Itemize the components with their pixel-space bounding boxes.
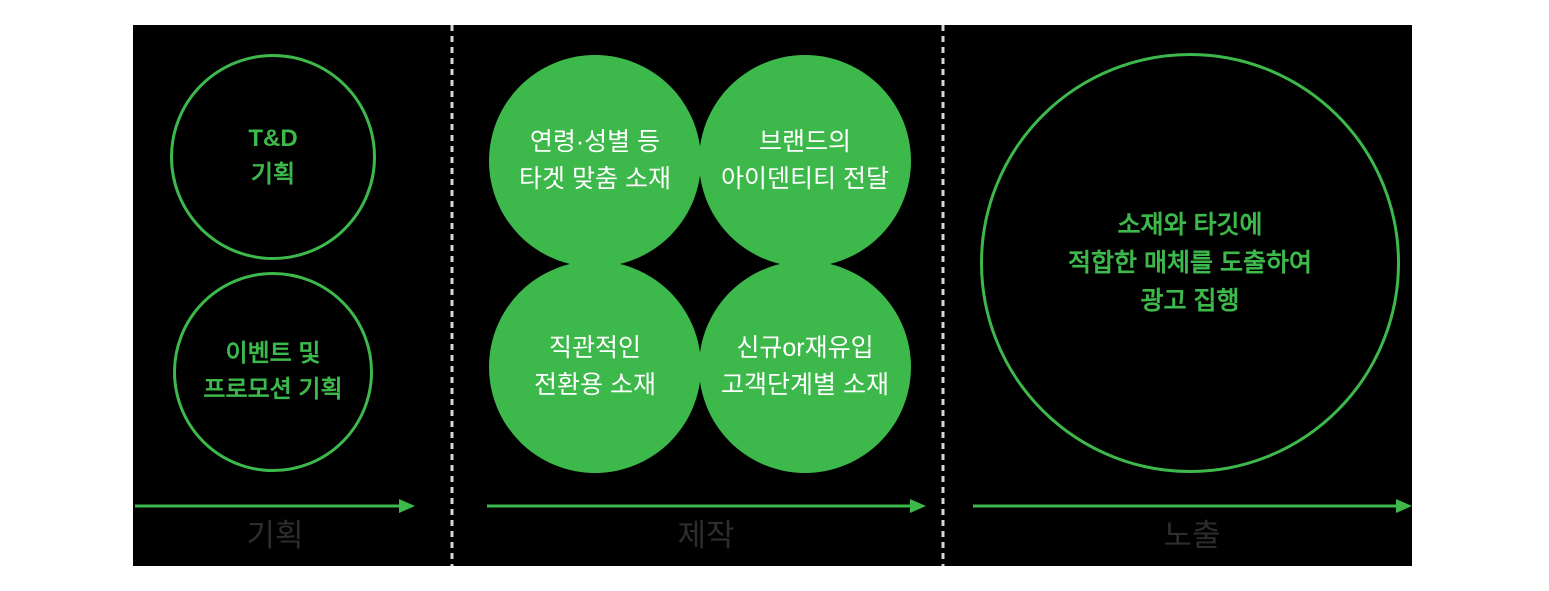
arrows-and-dividers-overlay xyxy=(135,25,1412,566)
circle-td-planning: T&D 기획 xyxy=(170,54,376,260)
stage-label-planning: 기획 xyxy=(246,518,304,553)
circle-event-promotion-planning-text: 이벤트 및 프로모션 기획 xyxy=(203,340,343,403)
arrow-exposure xyxy=(973,499,1412,513)
funnel-diagram-canvas: T&D 기획 이벤트 및 프로모션 기획 연령·성별 등 타겟 맞춤 소재 브랜… xyxy=(133,25,1412,566)
circle-new-returning-customer-creative: 신규or재유입 고객단계별 소재 xyxy=(699,261,911,473)
stage-label-exposure: 노출 xyxy=(1163,518,1221,553)
stage-label-production: 제작 xyxy=(677,518,735,553)
circle-td-planning-text: T&D 기획 xyxy=(248,125,298,188)
arrow-planning xyxy=(135,499,415,513)
circle-intuitive-conversion-creative-text: 직관적인 전환용 소재 xyxy=(534,334,656,399)
circle-new-returning-customer-creative-text: 신규or재유입 고객단계별 소재 xyxy=(721,334,889,399)
circle-intuitive-conversion-creative: 직관적인 전환용 소재 xyxy=(489,261,701,473)
circle-age-gender-target-creative-text: 연령·성별 등 타겟 맞춤 소재 xyxy=(519,128,671,193)
arrow-production xyxy=(487,499,926,513)
circle-brand-identity: 브랜드의 아이덴티티 전달 xyxy=(699,55,911,267)
circle-media-ad-execution: 소재와 타깃에 적합한 매체를 도출하여 광고 집행 xyxy=(980,53,1400,473)
circle-brand-identity-text: 브랜드의 아이덴티티 전달 xyxy=(721,128,889,193)
circle-event-promotion-planning: 이벤트 및 프로모션 기획 xyxy=(173,272,373,472)
circle-age-gender-target-creative: 연령·성별 등 타겟 맞춤 소재 xyxy=(489,55,701,267)
circle-media-ad-execution-text: 소재와 타깃에 적합한 매체를 도출하여 광고 집행 xyxy=(1068,211,1312,315)
